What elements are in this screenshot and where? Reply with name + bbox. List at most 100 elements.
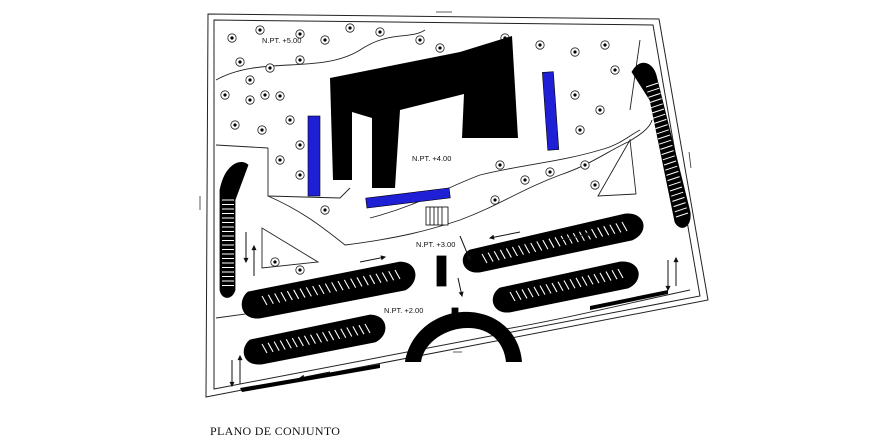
tree-center — [298, 58, 302, 62]
parking-stall — [280, 292, 287, 302]
tree-center — [298, 173, 302, 177]
parking-stall — [352, 326, 359, 336]
ramp-step — [655, 124, 668, 130]
tree-center — [273, 260, 277, 264]
parking-stall — [334, 329, 341, 340]
parking-stall — [611, 270, 618, 280]
ramp-step — [669, 186, 683, 192]
parking-stall — [554, 237, 561, 247]
ramp-step — [665, 165, 678, 171]
ramp-step — [675, 212, 689, 218]
parking-stall — [343, 279, 350, 290]
parking-stall — [297, 336, 304, 347]
parking-stall — [575, 277, 582, 288]
ramp-step — [653, 113, 666, 119]
ramp-step — [650, 103, 663, 109]
ramp-step — [657, 134, 671, 140]
direction-arrow — [359, 255, 387, 263]
parking-stall — [328, 330, 335, 341]
parking-stall — [548, 238, 555, 248]
parking-stall — [560, 235, 567, 246]
parking-stall — [273, 341, 280, 351]
direction-arrow — [251, 244, 257, 276]
parking-stall — [521, 289, 528, 299]
triangle-planters — [261, 138, 637, 269]
parking-stall — [350, 278, 357, 288]
parking-stall — [605, 271, 612, 281]
ramp-step — [668, 181, 681, 187]
tree-center — [438, 46, 442, 50]
ramp-step — [667, 176, 680, 182]
parking-stall — [603, 225, 610, 236]
parking-stall — [337, 280, 344, 291]
tree-center — [348, 26, 352, 30]
tree-center — [233, 123, 237, 127]
parking-stall — [356, 277, 363, 287]
parking-stall — [563, 280, 570, 290]
parking-stall — [362, 275, 369, 286]
tree-center — [298, 143, 302, 147]
tree-center — [523, 178, 527, 182]
ramp-steps — [222, 82, 689, 286]
parking-stall — [545, 284, 552, 294]
parking-stall — [364, 323, 371, 334]
parking-stall — [591, 228, 598, 239]
parking-stall — [285, 339, 292, 349]
tree-center — [288, 118, 292, 122]
ramp-step — [663, 160, 677, 166]
tree-center — [278, 158, 282, 162]
parking-stall — [539, 285, 546, 295]
parking-stall — [499, 249, 506, 260]
parking-stall — [312, 285, 319, 296]
lot-boundary — [205, 13, 709, 398]
parking-stall — [286, 290, 293, 301]
parking-stall — [381, 272, 388, 282]
parking-stall — [358, 324, 365, 335]
tree-center — [498, 163, 502, 167]
direction-arrow — [559, 232, 592, 241]
parking-stall — [340, 328, 347, 338]
parking-stall — [291, 337, 298, 348]
parking-stall — [515, 290, 522, 300]
parking-stall — [509, 291, 516, 302]
parking-stall — [524, 243, 531, 254]
tree-center — [298, 268, 302, 272]
parking-stall — [581, 276, 588, 286]
roundabout — [405, 311, 522, 362]
parking-stall — [346, 327, 353, 337]
parking-stall — [536, 241, 543, 251]
tree-center — [323, 38, 327, 42]
parking-stall — [316, 333, 323, 343]
parking-stall — [557, 281, 564, 292]
circulation-arrows — [229, 231, 679, 388]
parking-stall — [318, 284, 325, 295]
ramp-step — [674, 207, 687, 213]
parking-stall — [322, 331, 329, 342]
parking-stall — [299, 288, 306, 298]
ramp-step — [660, 144, 673, 150]
parking-stall — [487, 252, 494, 262]
parking-stall — [261, 295, 268, 306]
tree-center — [258, 28, 262, 32]
parking-stall — [267, 294, 274, 305]
parking-stall — [530, 242, 537, 253]
direction-arrow — [243, 232, 249, 264]
parking-stall — [493, 250, 500, 261]
parking-stall — [267, 342, 274, 353]
level-label-npt-4: N.PT. +4.00 — [412, 154, 451, 163]
parking-stall — [587, 275, 594, 285]
parking-stall — [375, 273, 382, 283]
tree-center — [263, 93, 267, 97]
parking-stall — [527, 287, 534, 298]
parking-stall — [615, 223, 622, 233]
tree-center — [378, 30, 382, 34]
parking-stall — [609, 224, 616, 235]
parking-stall — [305, 287, 312, 297]
tree-center — [230, 36, 234, 40]
parking-stall — [597, 227, 604, 237]
tree-center — [278, 94, 282, 98]
main-building — [330, 36, 518, 188]
tree-center — [268, 66, 272, 70]
parking-stall — [293, 289, 300, 300]
tree-center — [548, 170, 552, 174]
